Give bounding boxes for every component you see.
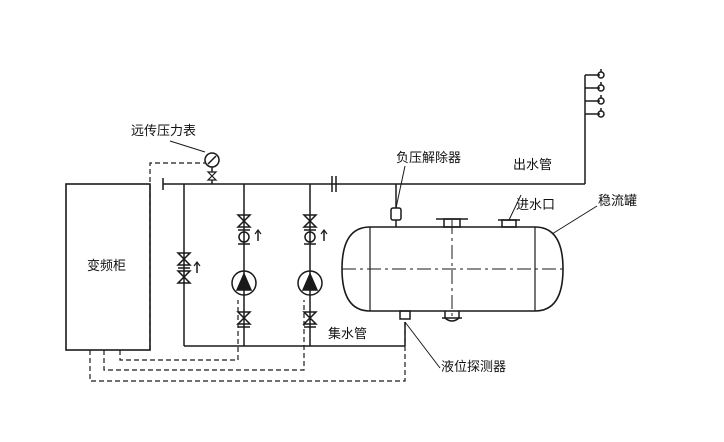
outlet-pipe	[162, 75, 586, 192]
pump-icon	[297, 270, 323, 296]
label-steady-flow-tank: 稳流罐	[598, 194, 638, 209]
leader-lines	[169, 140, 598, 369]
label-vfd-cabinet: 变频柜	[87, 259, 127, 274]
steady-flow-tank	[341, 218, 564, 322]
bypass-check-valve-icon	[176, 252, 201, 284]
signal-wiring	[89, 162, 406, 382]
gate-valve-icon	[236, 214, 252, 228]
pump-icon	[231, 270, 257, 296]
pump-unit-1	[231, 214, 262, 328]
water-inlet-nozzle	[501, 219, 517, 228]
check-valve-icon	[238, 231, 250, 243]
gate-valve-icon	[302, 214, 318, 228]
label-collecting-pipe: 集水管	[328, 327, 368, 342]
label-outlet-pipe: 出水管	[513, 158, 553, 173]
level-detector-nozzle	[399, 310, 411, 320]
label-level-detector: 液位探测器	[441, 360, 507, 375]
check-valve-icon	[304, 231, 316, 243]
collecting-pipe	[183, 184, 406, 347]
label-remote-pressure-gauge: 远传压力表	[131, 124, 197, 139]
label-vacuum-suppressor: 负压解除器	[396, 151, 462, 166]
label-water-inlet: 进水口	[516, 198, 556, 213]
remote-pressure-gauge-icon	[204, 152, 220, 184]
distribution-branches	[585, 69, 605, 118]
pump-unit-2	[297, 214, 328, 328]
